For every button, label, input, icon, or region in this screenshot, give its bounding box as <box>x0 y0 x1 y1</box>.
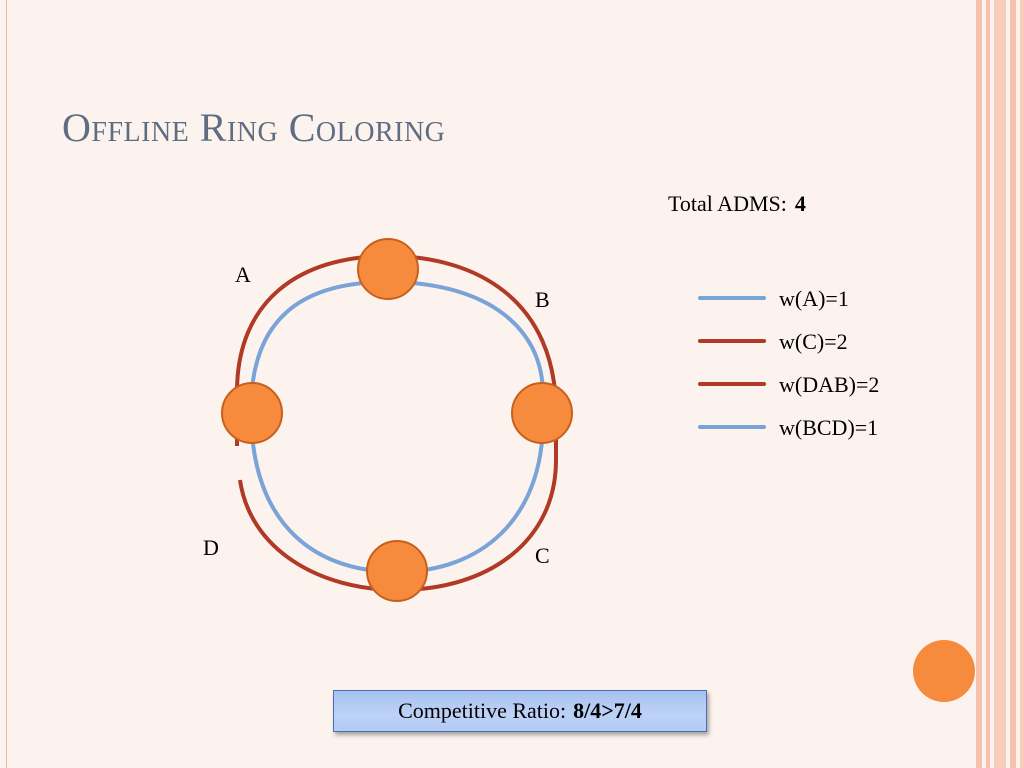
total-adms-value: 4 <box>794 191 806 216</box>
legend-label: w(DAB)=2 <box>779 372 880 397</box>
legend-label: w(C)=2 <box>779 329 848 354</box>
slide-title: Offline Ring Coloring <box>62 105 446 150</box>
ring-node-right <box>511 382 573 444</box>
total-adms-label: Total ADMS: <box>668 191 787 216</box>
ring-label-a: A <box>235 262 251 287</box>
ring-node-top <box>357 238 419 300</box>
legend-line <box>698 425 766 429</box>
slide-right-stripes <box>976 0 1024 768</box>
legend-line <box>698 296 766 300</box>
ring-node-left <box>221 382 283 444</box>
legend-line <box>698 382 766 386</box>
competitive-ratio-value: 8/4>7/4 <box>573 698 642 723</box>
competitive-ratio-box: Competitive Ratio:8/4>7/4 <box>333 690 707 732</box>
ring-label-c: C <box>535 543 550 568</box>
total-adms: Total ADMS: 4 <box>668 191 806 217</box>
ring-label-d: D <box>203 535 219 560</box>
legend-label: w(BCD)=1 <box>779 415 879 440</box>
ring-label-b: B <box>535 287 550 312</box>
ring-node-bottom <box>366 540 428 602</box>
legend-label: w(A)=1 <box>779 286 849 311</box>
decorative-circle <box>913 640 975 702</box>
blue-route-a <box>249 279 545 411</box>
slide-left-border <box>0 0 7 768</box>
legend-line <box>698 339 766 343</box>
competitive-ratio-label: Competitive Ratio: <box>398 698 567 723</box>
